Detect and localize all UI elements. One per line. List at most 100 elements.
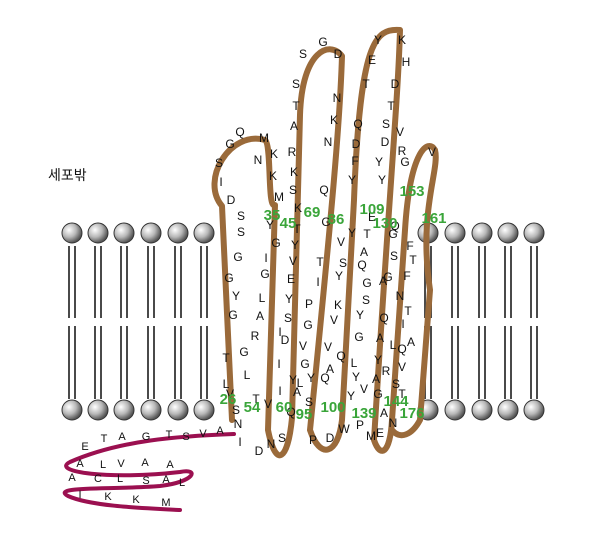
residue-label: Y [335, 269, 343, 283]
lipid-head-bottom [523, 399, 545, 421]
residue-label: E [368, 53, 376, 67]
residue-label: Q [357, 258, 366, 272]
residue-label: V [396, 125, 404, 139]
residue-label: T [252, 392, 260, 406]
residue-label: Y [291, 238, 299, 252]
lipid-head-bottom [113, 399, 135, 421]
lipid-head-top [444, 222, 466, 244]
lipid-molecule [444, 222, 466, 421]
lipid-molecule [193, 222, 215, 421]
tail-residue-label: I [78, 489, 81, 501]
residue-label: Y [232, 289, 240, 303]
residue-label: G [373, 387, 382, 401]
tail-residue-label: K [104, 491, 112, 503]
residue-label: A [360, 245, 368, 259]
residue-label: Y [289, 373, 297, 387]
residue-label: E [287, 272, 295, 286]
lipid-head-top [61, 222, 83, 244]
residue-label: F [403, 269, 410, 283]
residue-number: 100 [320, 399, 345, 416]
residue-label: F [406, 239, 413, 253]
residue-label: Y [266, 218, 274, 232]
residue-label: V [226, 387, 234, 401]
residue-label: R [398, 144, 407, 158]
residue-number: 26 [220, 391, 237, 408]
tail-residue-label: K [132, 494, 140, 506]
residue-label: G [388, 227, 397, 241]
residue-label: Q [353, 117, 362, 131]
residue-label: I [316, 275, 319, 289]
residue-label: I [401, 317, 404, 331]
lipid-head-top [87, 222, 109, 244]
residue-label: L [244, 368, 251, 382]
residue-label: V [299, 339, 307, 353]
residue-label: K [294, 201, 302, 215]
residue-number: 69 [304, 204, 321, 221]
residue-label: L [351, 356, 358, 370]
residue-label: E [368, 210, 376, 224]
residue-label: L [259, 291, 266, 305]
tail-residue-label: G [142, 431, 151, 443]
residue-label: G [400, 155, 409, 169]
residue-label: I [264, 251, 267, 265]
residue-label: V [398, 360, 406, 374]
lipid-head-bottom [497, 399, 519, 421]
residue-label: N [234, 417, 243, 431]
residue-label: N [333, 91, 342, 105]
tail-residue-label: A [162, 474, 170, 486]
residue-label: E [376, 426, 384, 440]
residue-label: Y [378, 173, 386, 187]
residue-label: G [260, 267, 269, 281]
residue-label: V [330, 313, 338, 327]
residue-label: K [269, 169, 277, 183]
residue-number: 161 [421, 210, 446, 227]
residue-label: T [292, 99, 300, 113]
residue-label: T [316, 255, 324, 269]
residue-label: Y [347, 389, 355, 403]
residue-label: S [232, 403, 240, 417]
residue-label: V [428, 145, 436, 159]
residue-label: G [228, 308, 237, 322]
tail-residue-label: E [81, 441, 88, 453]
residue-label: S [289, 183, 297, 197]
residue-number: 139 [351, 405, 376, 422]
residue-label: S [392, 377, 400, 391]
residue-label: N [267, 437, 276, 451]
lipid-head-top [523, 222, 545, 244]
residue-label: I [219, 175, 222, 189]
residue-label: L [390, 338, 397, 352]
residue-label: N [389, 416, 398, 430]
residue-label: P [305, 297, 313, 311]
residue-number: 95 [296, 406, 313, 423]
lipid-head-top [167, 222, 189, 244]
residue-label: Q [320, 371, 329, 385]
residue-label: V [289, 254, 297, 268]
lipid-molecule [140, 222, 162, 421]
residue-label: A [372, 372, 380, 386]
residue-label: T [222, 351, 230, 365]
residue-label: D [326, 431, 335, 445]
residue-label: T [363, 227, 371, 241]
residue-label: Y [352, 370, 360, 384]
tail-residue-label: C [94, 473, 102, 485]
lipid-head-bottom [471, 399, 493, 421]
residue-number: 130 [372, 215, 397, 232]
residue-label: D [334, 47, 343, 61]
lipid-head-top [193, 222, 215, 244]
residue-label: N [396, 289, 405, 303]
amphipathic-helix-path [63, 432, 236, 512]
residue-label: I [278, 384, 281, 398]
residue-label: S [299, 47, 307, 61]
tail-residue-label: A [216, 425, 224, 437]
lipid-molecule [497, 222, 519, 421]
residue-label: D [381, 135, 390, 149]
lipid-molecule [113, 222, 135, 421]
residue-label: N [324, 135, 333, 149]
residue-label: A [380, 406, 388, 420]
residue-label: I [277, 357, 280, 371]
tail-residue-label: L [179, 477, 185, 489]
lipid-head-top [113, 222, 135, 244]
residue-number: 35 [264, 207, 281, 224]
